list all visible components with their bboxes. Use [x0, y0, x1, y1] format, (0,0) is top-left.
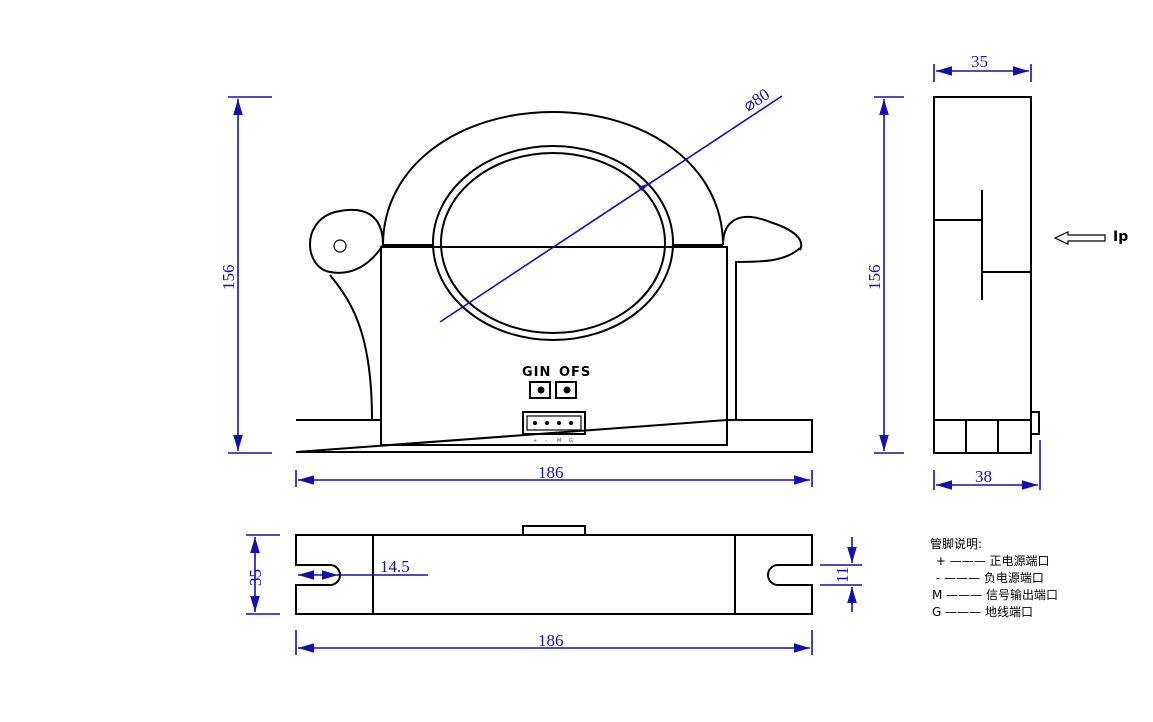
slot-width-dim: 11 — [833, 567, 852, 583]
left-flank — [329, 274, 381, 421]
base-flange — [295, 419, 813, 453]
bottom-dim: 38 — [975, 467, 992, 486]
body — [380, 246, 728, 446]
mounting-hole — [333, 239, 347, 253]
bottom-height-dim: 35 — [246, 569, 265, 586]
aperture-inner — [440, 152, 666, 334]
diameter-line — [439, 95, 783, 323]
width-dim: 186 — [538, 463, 564, 482]
legend-row: - ——— 负电源端口 — [935, 571, 1044, 585]
ofs-trimmer — [555, 381, 577, 399]
diameter-dim: ⌀80 — [740, 85, 773, 116]
side-height-dim: 156 — [865, 265, 884, 291]
slot-dim: 14.5 — [380, 557, 410, 576]
side-body — [933, 96, 1032, 454]
pin-legend: 管脚说明: + ——— 正电源端口 - ——— 负电源端口 M ——— 信号输出… — [930, 536, 1058, 621]
aperture-outer — [432, 145, 674, 341]
gin-trimmer — [529, 381, 551, 399]
connector — [522, 411, 586, 435]
left-ear — [309, 208, 384, 274]
gin-label: GIN — [522, 365, 551, 380]
svg-text:+: + — [533, 438, 537, 444]
svg-text:G: G — [569, 438, 573, 444]
front-view: GIN OFS + - M G 156 186 ⌀80 — [219, 85, 813, 487]
side-view: 35 38 156 — [865, 52, 1106, 490]
right-flank — [727, 247, 801, 421]
height-dim: 156 — [219, 265, 238, 291]
bottom-body — [295, 534, 813, 615]
svg-text:M: M — [557, 438, 561, 444]
current-label: Ip — [1113, 229, 1129, 245]
right-ear — [722, 216, 803, 251]
legend-row: G ——— 地线端口 — [932, 605, 1033, 619]
bottom-view: 35 14.5 11 186 — [246, 525, 862, 655]
svg-text:-: - — [545, 438, 547, 444]
outer-arch — [382, 110, 724, 246]
ofs-label: OFS — [559, 365, 591, 380]
legend-row: M ——— 信号输出端口 — [932, 588, 1059, 602]
legend-title: 管脚说明: — [930, 537, 983, 551]
legend-row: + ——— 正电源端口 — [935, 554, 1050, 568]
top-dim: 35 — [971, 52, 988, 71]
bottom-width-dim: 186 — [538, 631, 564, 650]
current-arrow-icon — [1053, 231, 1106, 245]
